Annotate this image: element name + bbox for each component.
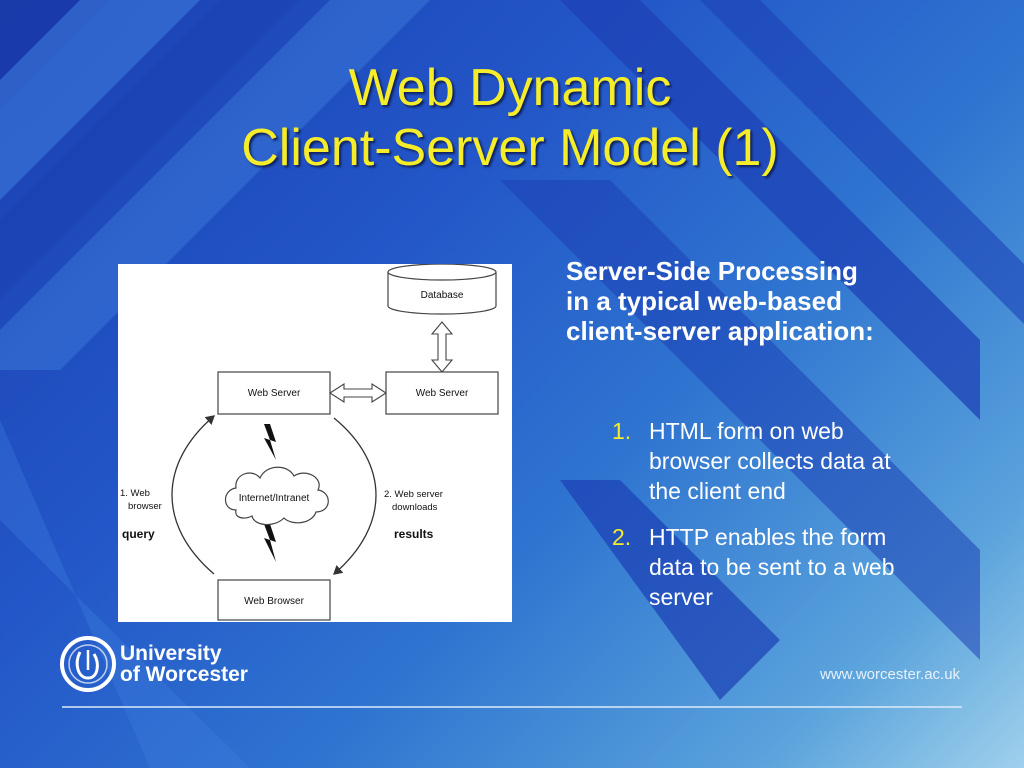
list-item-line: HTTP enables the form (649, 524, 887, 550)
web-server-right-label: Web Server (416, 388, 469, 399)
section-heading: Server-Side Processing in a typical web-… (566, 256, 1006, 346)
list-item-line: data to be sent to a web (649, 554, 895, 580)
numbered-list: 1. HTML form on web browser collects dat… (612, 416, 992, 628)
left-curve-arrow (171, 415, 215, 575)
web-browser-label: Web Browser (244, 596, 305, 607)
client-server-diagram: Database Web Server Web Server Internet/… (118, 264, 512, 622)
list-item: 1. HTML form on web browser collects dat… (612, 416, 992, 506)
title-line-1: Web Dynamic (348, 59, 672, 117)
list-item-line: browser collects data at (649, 448, 891, 474)
heading-line-2: in a typical web-based (566, 286, 842, 316)
title-line-2: Client-Server Model (1) (241, 119, 779, 177)
list-number: 2. (612, 524, 632, 550)
list-item-line: HTML form on web (649, 418, 844, 444)
cloud-label: Internet/Intranet (239, 493, 310, 504)
right-step-line-2: downloads (392, 502, 438, 513)
right-curve-arrow (333, 417, 377, 575)
db-server-arrow (430, 321, 454, 373)
database-label: Database (421, 290, 464, 301)
logo-line-1: University (120, 642, 222, 665)
right-step-line-1: 2. Web server (384, 489, 443, 500)
list-item-line: server (649, 584, 713, 610)
university-logo-text: University of Worcester (120, 643, 248, 685)
left-step-line-1: 1. Web (120, 488, 150, 499)
slide-title: Web Dynamic Client-Server Model (1) (100, 58, 920, 178)
heading-line-3: client-server application: (566, 316, 874, 346)
university-logo-icon (60, 636, 116, 692)
logo-line-2: of Worcester (120, 663, 248, 686)
list-item: 2. HTTP enables the form data to be sent… (612, 522, 992, 612)
footer-divider (62, 706, 962, 708)
list-number: 1. (612, 418, 632, 444)
web-server-left-label: Web Server (248, 388, 301, 399)
heading-line-1: Server-Side Processing (566, 256, 858, 286)
lightning-bottom-icon (264, 524, 276, 562)
footer-url: www.worcester.ac.uk (820, 666, 961, 683)
database-shape (387, 264, 497, 315)
left-step-bold: query (122, 527, 155, 541)
left-step-line-2: browser (128, 501, 162, 512)
web-browser-box (217, 579, 331, 621)
cloud-shape (224, 466, 329, 526)
server-server-arrow (328, 382, 388, 404)
list-item-line: the client end (649, 478, 786, 504)
right-step-bold: results (394, 527, 434, 541)
web-server-right-box (385, 371, 499, 415)
lightning-top-icon (264, 424, 276, 460)
